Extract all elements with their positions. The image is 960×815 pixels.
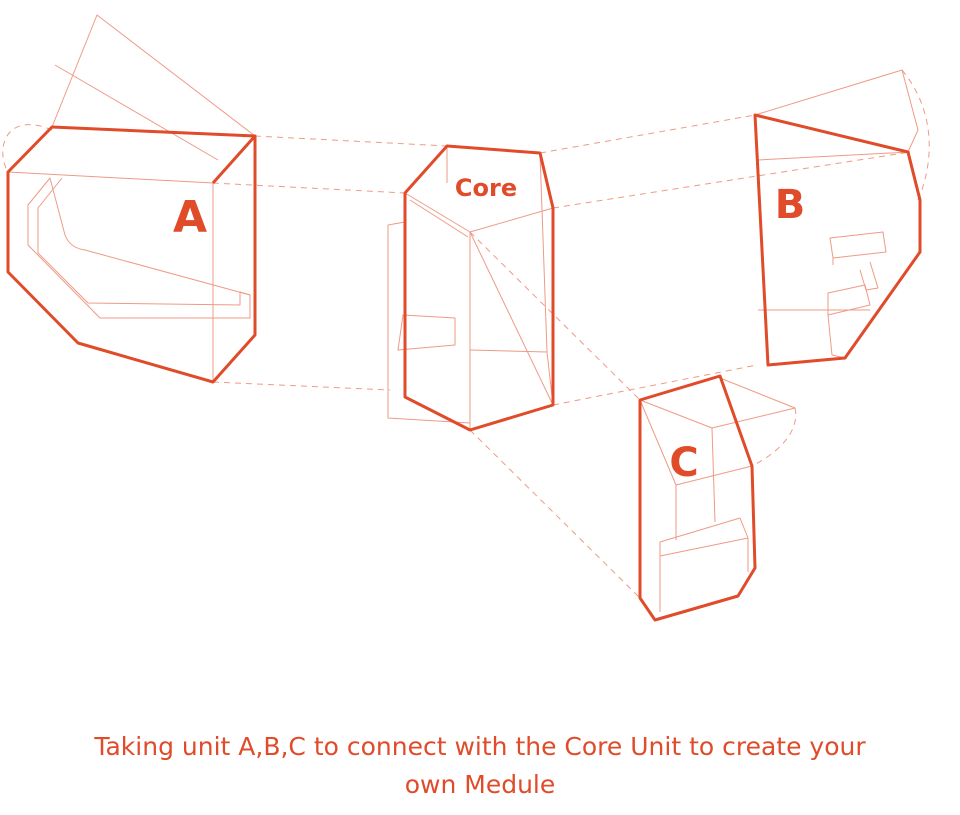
unit-a: A [6,14,257,384]
core-unit-label: Core [455,174,517,202]
modular-units-diagram: A Core B [2,14,930,622]
unit-a-label: A [173,192,207,243]
unit-b: B [753,69,922,367]
unit-b-label: B [775,182,806,228]
core-unit: Core [387,144,555,432]
caption-line-2: own Medule [404,770,556,799]
unit-c: C [638,374,796,622]
unit-c-label: C [669,440,698,486]
connector-lines [2,69,930,599]
caption: Taking unit A,B,C to connect with the Co… [0,728,960,804]
caption-line-1: Taking unit A,B,C to connect with the Co… [94,732,866,761]
